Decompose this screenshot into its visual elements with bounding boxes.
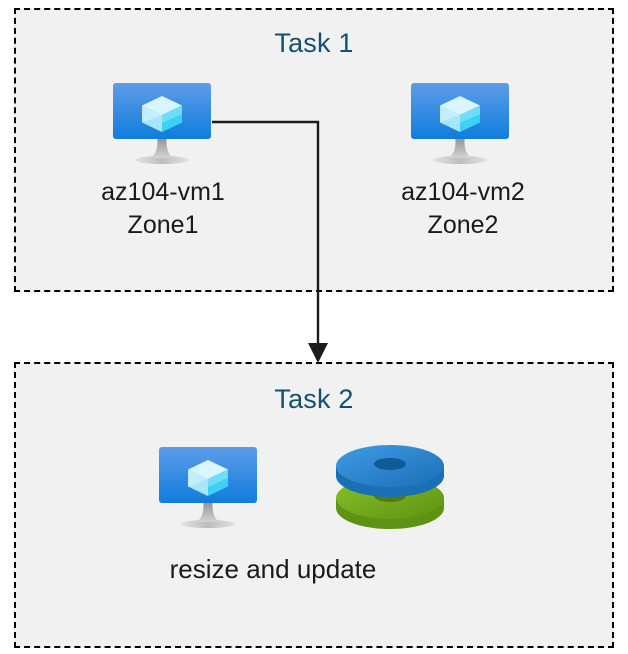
vm2-label: az104-vm2 Zone2 [401,178,525,239]
azure-virtual-machine-icon [408,80,512,164]
task-2-action-label: resize and update [169,554,377,584]
task-1-title: Task 1 [274,28,354,58]
azure-virtual-machine-icon [110,80,214,164]
task-2-group-box [14,362,614,648]
down-arrowhead-icon [308,343,328,363]
azure-virtual-machine-icon [156,444,260,528]
task-2-title: Task 2 [274,384,354,414]
azure-disks-icon [332,440,448,530]
vm1-label: az104-vm1 Zone1 [101,178,225,239]
